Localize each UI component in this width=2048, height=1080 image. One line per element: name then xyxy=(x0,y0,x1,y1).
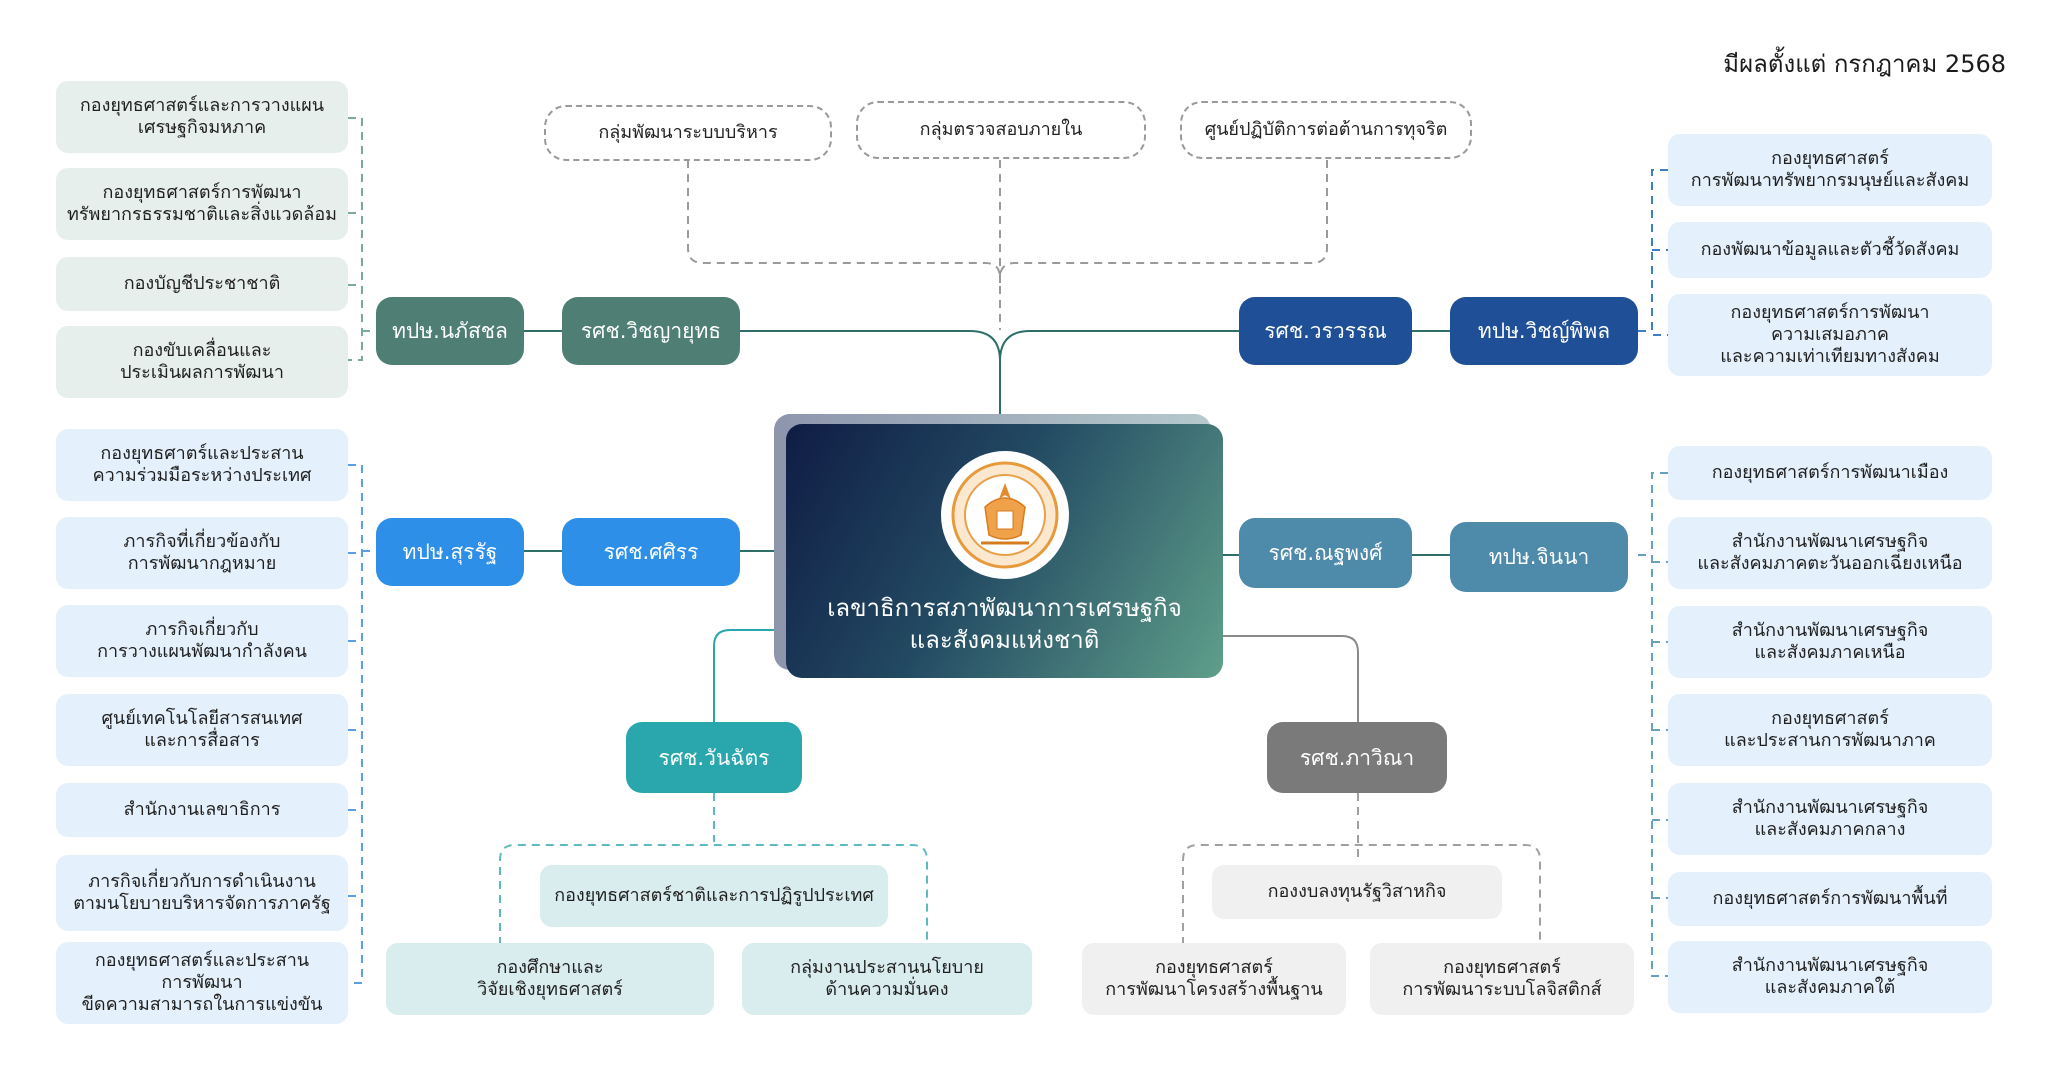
unit-social-indicators[interactable]: กองพัฒนาข้อมูลและตัวชี้วัดสังคม xyxy=(1668,222,1992,278)
unit-manpower-planning[interactable]: ภารกิจเกี่ยวกับ การวางแผนพัฒนากำลังคน xyxy=(56,605,348,677)
unit-northeast-office[interactable]: สำนักงานพัฒนาเศรษฐกิจ และสังคมภาคตะวันออ… xyxy=(1668,517,1992,589)
unit-security-policy[interactable]: กลุ่มงานประสานนโยบาย ด้านความมั่นคง xyxy=(742,943,1032,1015)
deputy-worawan[interactable]: รศช.วรวรรณ xyxy=(1239,297,1412,365)
internal-audit-group[interactable]: กลุ่มตรวจสอบภายใน xyxy=(856,101,1146,159)
nesdc-seal-icon xyxy=(941,451,1069,579)
deputy-wanchat[interactable]: รศช.วันฉัตร xyxy=(626,722,802,793)
center-title: เลขาธิการสภาพัฒนาการเศรษฐกิจ และสังคมแห่… xyxy=(827,594,1182,654)
unit-international-cooperation[interactable]: กองยุทธศาตร์และประสาน ความร่วมมือระหว่าง… xyxy=(56,429,348,501)
unit-national-strategy[interactable]: กองยุทธศาสตร์ชาติและการปฏิรูปประเทศ xyxy=(540,865,888,927)
deputy-nathapong[interactable]: รศช.ณฐพงศ์ xyxy=(1239,518,1412,588)
unit-central-office[interactable]: สำนักงานพัฒนาเศรษฐกิจ และสังคมภาคกลาง xyxy=(1668,783,1992,855)
unit-north-office[interactable]: สำนักงานพัฒนาเศรษฐกิจ และสังคมภาคเหนือ xyxy=(1668,606,1992,678)
unit-logistics[interactable]: กองยุทธศาสตร์ การพัฒนาระบบโลจิสติกส์ xyxy=(1370,943,1634,1015)
deputy-wichayayut[interactable]: รศช.วิชญายุทธ xyxy=(562,297,740,365)
anti-corruption-center[interactable]: ศูนย์ปฏิบัติการต่อต้านการทุจริต xyxy=(1180,101,1472,159)
unit-national-accounts[interactable]: กองบัญชีประชาชาติ xyxy=(56,257,348,311)
unit-ict-center[interactable]: ศูนย์เทคโนโลยีสารสนเทศ และการสื่อสาร xyxy=(56,694,348,766)
unit-macro-planning[interactable]: กองยุทธศาสตร์และการวางแผน เศรษฐกิจมหภาค xyxy=(56,81,348,153)
advisor-napatchon[interactable]: ทปษ.นภัสชล xyxy=(376,297,524,365)
effective-date: มีผลตั้งแต่ กรกฎาคม 2568 xyxy=(1723,50,2006,78)
admin-system-group[interactable]: กลุ่มพัฒนาระบบบริหาร xyxy=(544,105,832,161)
unit-area-development[interactable]: กองยุทธศาสตร์การพัฒนาพื้นที่ xyxy=(1668,872,1992,926)
advisor-jinna[interactable]: ทปษ.จินนา xyxy=(1450,522,1628,592)
unit-infrastructure[interactable]: กองยุทธศาสตร์ การพัฒนาโครงสร้างพื้นฐาน xyxy=(1082,943,1346,1015)
unit-competitiveness[interactable]: กองยุทธศาสตร์และประสาน การพัฒนา ขีดความส… xyxy=(56,942,348,1024)
unit-law-development[interactable]: ภารกิจที่เกี่ยวข้องกับ การพัฒนากฎหมาย xyxy=(56,517,348,589)
unit-social-equality[interactable]: กองยุทธศาสตร์การพัฒนา ความเสมอภาค และควา… xyxy=(1668,294,1992,376)
deputy-sasira[interactable]: รศช.ศศิรร xyxy=(562,518,740,586)
advisor-witchpiphon[interactable]: ทปษ.วิชญ์พิพล xyxy=(1450,297,1638,365)
unit-urban-development[interactable]: กองยุทธศาสตร์การพัฒนาเมือง xyxy=(1668,446,1992,500)
advisor-surarat[interactable]: ทปษ.สุรรัฐ xyxy=(376,518,524,586)
unit-strategic-research[interactable]: กองศึกษาและ วิจัยเชิงยุทธศาสตร์ xyxy=(386,943,714,1015)
unit-south-office[interactable]: สำนักงานพัฒนาเศรษฐกิจ และสังคมภาคใต้ xyxy=(1668,941,1992,1013)
unit-natural-resources[interactable]: กองยุทธศาสตร์การพัฒนา ทรัพยากรธรรมชาติแล… xyxy=(56,168,348,240)
deputy-pawina[interactable]: รศช.ภาวิณา xyxy=(1267,722,1447,793)
unit-regional-coordination[interactable]: กองยุทธศาสตร์ และประสานการพัฒนาภาค xyxy=(1668,694,1992,766)
unit-public-administration[interactable]: ภารกิจเกี่ยวกับการดำเนินงาน ตามนโยบายบริ… xyxy=(56,855,348,931)
unit-development-evaluation[interactable]: กองขับเคลื่อนและ ประเมินผลการพัฒนา xyxy=(56,326,348,398)
unit-human-resource[interactable]: กองยุทธศาสตร์ การพัฒนาทรัพยากรมนุษย์และส… xyxy=(1668,134,1992,206)
unit-secretariat-office[interactable]: สำนักงานเลขาธิการ xyxy=(56,783,348,837)
unit-state-enterprise-investment[interactable]: กองงบลงทุนรัฐวิสาหกิจ xyxy=(1212,865,1502,919)
